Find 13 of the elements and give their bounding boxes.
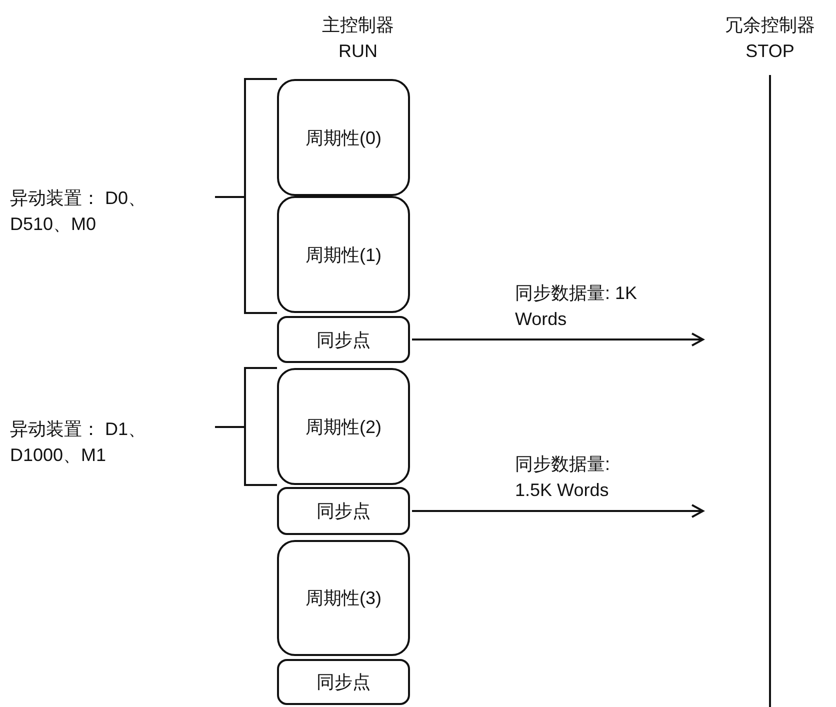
cycle-box: 周期性(0): [277, 79, 410, 196]
device-note: 异动装置： D0、D510、M0: [10, 187, 148, 236]
arrow: [412, 332, 704, 346]
cycle-box: 周期性(3): [277, 540, 410, 656]
sync-point-box: 同步点: [277, 316, 410, 363]
controller-label: 主控制器 RUN: [321, 14, 395, 63]
arrow: [412, 504, 704, 518]
controller-label: 冗余控制器 STOP: [724, 14, 816, 63]
cycle-box: 周期性(1): [277, 196, 410, 313]
cycle-box: 周期性(2): [277, 368, 410, 485]
sync-point-box: 同步点: [277, 659, 410, 705]
device-note: 异动装置： D1、D1000、M1: [10, 418, 148, 467]
sync-point-box: 同步点: [277, 487, 410, 535]
